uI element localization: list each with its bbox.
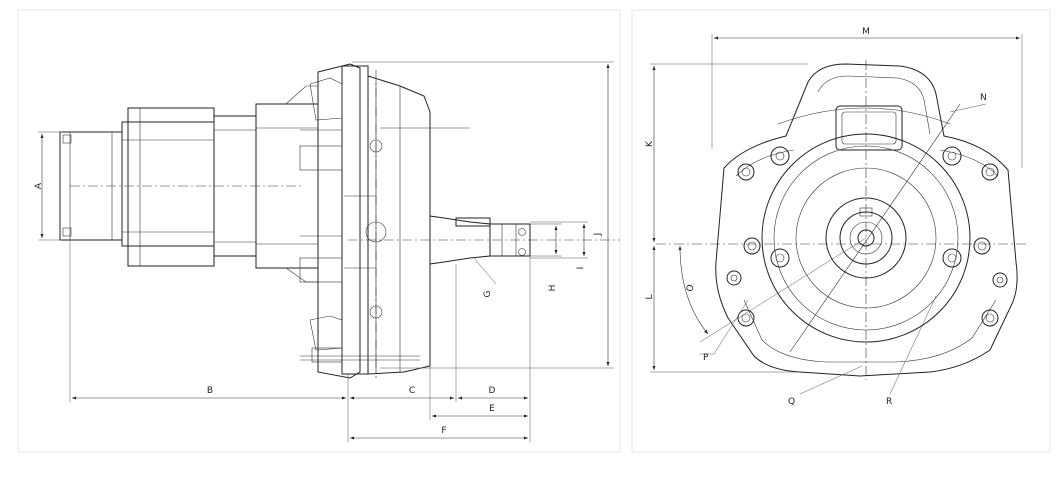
dimension-i: I <box>530 221 588 270</box>
dimension-a: A <box>34 131 62 241</box>
inspection-cover <box>835 105 903 151</box>
dimension-h: H <box>530 223 562 292</box>
leader-p: P <box>700 299 749 363</box>
label-h: H <box>548 285 558 292</box>
dimension-o: O <box>678 237 867 343</box>
leader-r: R <box>886 295 937 407</box>
leader-q: Q <box>788 365 863 407</box>
front-view: M K L O N P <box>631 9 1051 453</box>
dimension-f: F <box>350 426 528 440</box>
bolt-holes <box>726 146 1008 327</box>
label-b: B <box>207 386 213 396</box>
side-view: A J H I G <box>17 9 621 453</box>
label-a: A <box>34 182 44 189</box>
dimension-g: G <box>473 257 497 297</box>
side-view-frame <box>17 9 621 453</box>
label-e: E <box>489 404 495 414</box>
dimension-j: J <box>352 61 614 369</box>
dimension-k: K <box>645 63 808 242</box>
dimension-m: M <box>711 27 1023 168</box>
dimension-b: B <box>72 386 346 400</box>
motor-body <box>121 85 319 283</box>
label-c: C <box>409 386 415 396</box>
label-f: F <box>441 426 446 436</box>
label-o: O <box>685 283 697 293</box>
dimension-e: E <box>432 404 528 418</box>
dimension-l: L <box>645 246 800 373</box>
leader-n: N <box>949 93 987 113</box>
label-i: I <box>576 267 586 270</box>
label-q: Q <box>788 397 795 407</box>
gearbox-housing <box>299 63 470 379</box>
label-m: M <box>862 27 870 37</box>
label-j: J <box>593 233 603 237</box>
diagonal-section-line <box>789 103 961 353</box>
dimension-d: D <box>458 386 528 400</box>
front-view-frame <box>631 9 1051 453</box>
label-r: R <box>886 397 892 407</box>
dimension-c: C <box>350 386 454 400</box>
label-l: L <box>645 294 655 299</box>
housing-outline <box>715 63 1018 377</box>
label-n: N <box>980 93 987 103</box>
label-d: D <box>489 386 496 396</box>
label-p: P <box>703 353 709 363</box>
label-k: K <box>645 140 655 147</box>
label-g: G <box>483 290 493 297</box>
